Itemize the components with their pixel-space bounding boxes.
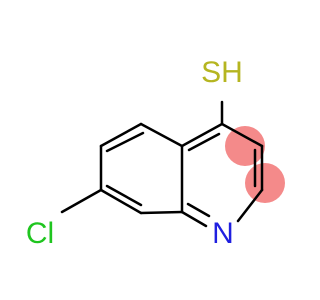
highlight-c2 xyxy=(245,163,285,203)
bond-c7-cl xyxy=(60,188,103,214)
bond-c5-c6-double xyxy=(105,131,145,153)
bond-c7-c8 xyxy=(99,188,143,215)
bond-c7-c8-double xyxy=(105,184,143,207)
chlorine-label: Cl xyxy=(26,217,54,250)
bond-c4-c3 xyxy=(220,122,264,148)
bond-c8-c8a xyxy=(139,210,184,215)
structure-canvas: SH Cl N xyxy=(26,56,285,250)
bond-c4a-c4-double xyxy=(187,132,221,152)
bond-c4a-c5 xyxy=(139,122,184,148)
highlight-c3 xyxy=(225,126,265,166)
sulfur-label: SH xyxy=(201,56,243,89)
chemical-structure: SH Cl N xyxy=(26,56,285,250)
bond-n-c8a-double xyxy=(186,202,211,218)
nitrogen-label: N xyxy=(212,217,234,250)
bond-c4a-c4 xyxy=(180,122,224,148)
bond-n-c8a xyxy=(180,210,208,228)
bond-c2-n xyxy=(236,188,264,223)
bond-c5-c6 xyxy=(99,122,143,148)
